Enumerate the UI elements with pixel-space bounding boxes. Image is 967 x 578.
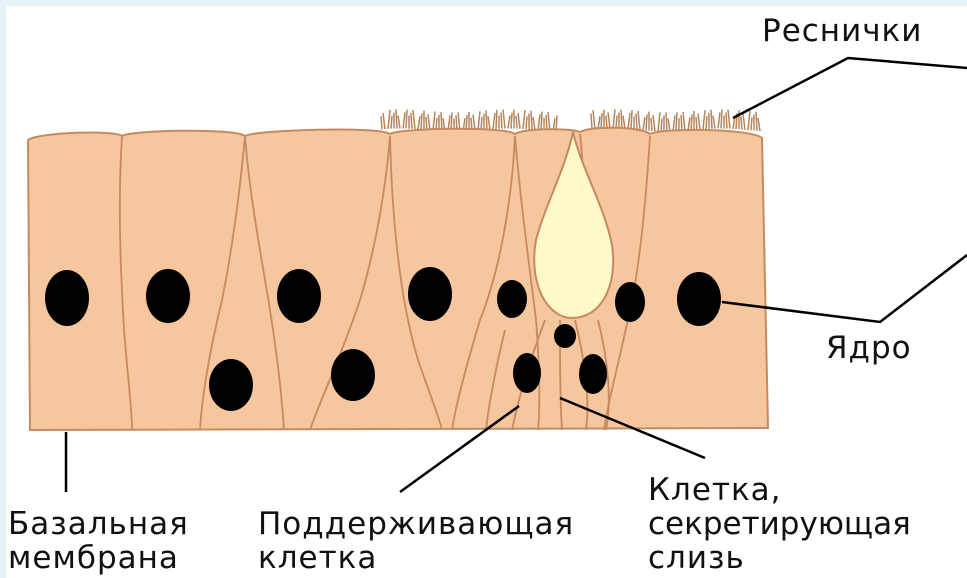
nucleus (677, 272, 721, 326)
cilium (646, 114, 647, 130)
basal-membrane-label-line1: Базальная (8, 507, 189, 541)
nucleus (497, 280, 527, 318)
cilium (741, 117, 742, 130)
cilium (681, 115, 682, 131)
cilium (406, 110, 407, 129)
cilium (591, 114, 592, 130)
nucleus (554, 324, 576, 348)
cilium (631, 110, 632, 129)
cilium (511, 113, 512, 129)
nucleus (579, 354, 607, 394)
cilium (391, 116, 392, 129)
cilium (541, 112, 542, 131)
nucleus (615, 282, 645, 322)
cilium (616, 116, 617, 129)
cilium (381, 116, 382, 129)
cilium (496, 110, 497, 129)
cilium (661, 118, 662, 131)
nucleus-label: Ядро (826, 331, 912, 365)
secretory-cell-label-line1: Клетка, (648, 473, 782, 507)
nucleus (277, 269, 321, 323)
cilium (516, 116, 517, 129)
cilium (711, 110, 712, 129)
cilium (606, 116, 607, 129)
cilium (601, 113, 602, 129)
cilium (486, 110, 487, 129)
cilium (501, 113, 502, 129)
secretory-cell-label-line3: слизь (648, 541, 745, 575)
nucleus (331, 349, 375, 401)
nucleus (408, 267, 452, 321)
basal-membrane-label-line2: мембрана (8, 541, 179, 575)
cilium (706, 116, 707, 129)
cilium (481, 117, 482, 130)
cilium (726, 113, 727, 129)
support-cell-label-line2: клетка (258, 541, 377, 575)
secretory-cell-label-line2: секретирующая (648, 507, 911, 541)
cilium (751, 117, 752, 130)
cilium (411, 113, 412, 129)
cilium (531, 111, 532, 130)
cilium (426, 117, 427, 130)
cilium (651, 118, 652, 131)
cilium (676, 112, 677, 131)
cilium (691, 114, 692, 130)
cilium (396, 110, 397, 129)
cilia-label: Реснички (762, 14, 922, 48)
cilium (696, 117, 697, 130)
nucleus (209, 359, 253, 411)
cilium (636, 114, 637, 130)
cilium (756, 112, 757, 131)
nucleus (45, 270, 89, 326)
cilium (526, 116, 527, 129)
cilium (666, 112, 667, 131)
epithelium-tissue (28, 128, 768, 430)
cilium (421, 113, 422, 129)
support-cell-label-line1: Поддерживающая (258, 507, 574, 541)
cilium (721, 110, 722, 129)
nucleus (146, 269, 190, 323)
cilium (621, 110, 622, 129)
nucleus (513, 353, 541, 393)
